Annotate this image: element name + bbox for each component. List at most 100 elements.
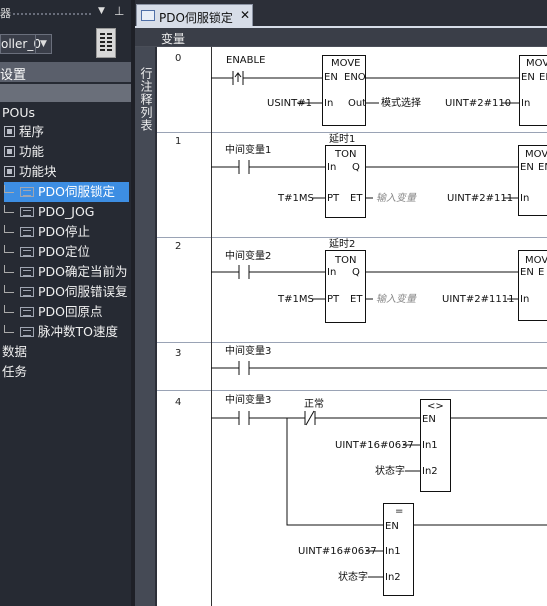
explorer-title-bar: 器 ▼ ⊥ <box>0 4 131 22</box>
rung-number: 3 <box>175 348 181 359</box>
tree-item-pdo-jog[interactable]: PDO_JOG <box>4 202 131 222</box>
block-type: TON <box>334 149 356 160</box>
tree-item-data[interactable]: 数据 <box>2 344 28 359</box>
tree-item-pdo-servo-error-reset[interactable]: PDO伺服错误复 <box>4 282 131 302</box>
tree-item-pulse-to-speed[interactable]: 脉冲数TO速度 <box>4 322 131 342</box>
settings-section-header[interactable]: 设置 <box>0 62 131 83</box>
tree-item-pdo-servo-lock[interactable]: PDO伺服锁定 <box>4 182 129 202</box>
rung-number: 0 <box>175 53 181 64</box>
pin-eno: ENO <box>539 72 547 83</box>
rung-4[interactable]: 4 中间变量3 正常 <> EN In1 In2 UINT#16#0637 状 <box>175 393 547 596</box>
rung-3[interactable]: 3 中间变量3 <box>175 344 547 375</box>
close-icon[interactable]: ✕ <box>240 8 251 22</box>
tree-item-pdo-home[interactable]: PDO回原点 <box>4 302 131 322</box>
block-type: <> <box>427 401 444 412</box>
function-block-icon <box>20 327 34 337</box>
pin-in: In <box>327 162 336 173</box>
chevron-down-icon[interactable]: ▼ <box>98 6 105 16</box>
output-placeholder[interactable]: 输入变量 <box>376 192 417 204</box>
output-placeholder[interactable]: 输入变量 <box>376 293 417 305</box>
contact-label: 中间变量1 <box>225 143 271 156</box>
function-block-icon <box>20 207 34 217</box>
chevron-down-icon[interactable]: ▼ <box>35 35 51 53</box>
pin-en: EN <box>422 414 436 425</box>
input-value[interactable]: UINT#16#0637 <box>335 440 414 451</box>
tree-item-pdo-position[interactable]: PDO定位 <box>4 242 131 262</box>
input-value[interactable]: UINT#2#1111 <box>442 294 514 305</box>
pin-et: ET <box>350 294 363 305</box>
timer-instance[interactable]: 延时2 <box>329 238 355 250</box>
tab-label: PDO伺服锁定 <box>159 11 233 25</box>
explorer-title: 器 <box>0 7 11 20</box>
block-type: MOV <box>525 255 547 266</box>
block-type: MOVE <box>526 58 547 69</box>
preset-value[interactable]: T#1MS <box>277 193 314 204</box>
tree-item-pdo-set-current[interactable]: PDO确定当前为 <box>4 262 131 282</box>
pin-en: EN <box>520 162 534 173</box>
rung-number: 1 <box>175 136 181 147</box>
input-value[interactable]: USINT#1 <box>267 98 312 109</box>
pin-eno: E <box>538 267 544 278</box>
tree-item-function-blocks[interactable]: 功能块 <box>4 162 131 182</box>
tree-item-functions[interactable]: 功能 <box>4 142 131 162</box>
output-variable[interactable]: 模式选择 <box>381 96 421 109</box>
function-block-icon <box>20 307 34 317</box>
pin-en: EN <box>520 267 534 278</box>
pane-splitter[interactable] <box>131 0 135 606</box>
pin-q: Q <box>352 267 360 278</box>
input-variable[interactable]: 状态字 <box>338 570 368 583</box>
ladder-program-icon <box>141 10 155 21</box>
pin-eno: ENO <box>344 72 366 83</box>
controller-device-icon <box>96 28 116 58</box>
timer-instance[interactable]: 延时1 <box>329 133 355 145</box>
contact-label: 中间变量2 <box>225 249 271 262</box>
pin-in1: In1 <box>422 440 438 451</box>
rung-comment-list-strip[interactable]: 行注释列表 <box>135 47 155 606</box>
tree-item-pous[interactable]: POUs <box>2 105 36 120</box>
pin-et: ET <box>350 193 363 204</box>
tree-item-pdo-stop[interactable]: PDO停止 <box>4 222 131 242</box>
contact-label: ENABLE <box>226 55 265 66</box>
pin-en: EN <box>385 521 399 532</box>
block-type: = <box>395 506 403 517</box>
block-type: MOVE <box>525 149 547 160</box>
rung-2[interactable]: 2 中间变量2 延时2 TON In Q PT ET T#1MS 输入变量 MO… <box>175 238 547 323</box>
function-block-icon <box>20 247 34 257</box>
comment-strip-label: 行注释列表 <box>139 67 153 132</box>
grip-icon[interactable] <box>12 12 92 16</box>
pin-pt: PT <box>327 193 340 204</box>
contact-label: 中间变量3 <box>225 344 271 357</box>
tree-item-tasks[interactable]: 任务 <box>2 364 28 379</box>
block-type: TON <box>334 255 356 266</box>
pin-in: In <box>327 267 336 278</box>
pin-icon[interactable]: ⊥ <box>114 4 125 18</box>
ladder-diagram[interactable]: 0 ENABLE MOVE EN ENO In Out USINT#1 模式选择… <box>157 47 547 606</box>
tree-item-programs[interactable]: 程序 <box>4 122 131 142</box>
function-block-icon <box>20 227 34 237</box>
function-block-icon <box>20 267 34 277</box>
input-value[interactable]: UINT#2#110 <box>445 98 511 109</box>
function-block-icon <box>20 287 34 297</box>
pin-en: EN <box>521 72 535 83</box>
rung-0[interactable]: 0 ENABLE MOVE EN ENO In Out USINT#1 模式选择… <box>175 53 547 126</box>
controller-select[interactable]: oller_0 ▼ <box>0 34 52 54</box>
input-variable[interactable]: 状态字 <box>375 464 405 477</box>
pin-in2: In2 <box>385 572 401 583</box>
pin-in: In <box>520 294 529 305</box>
variable-bar-label: 变量 <box>161 32 186 46</box>
input-value[interactable]: UINT#16#0637 <box>298 546 377 557</box>
programming-section-header[interactable] <box>0 84 131 102</box>
preset-value[interactable]: T#1MS <box>277 294 314 305</box>
pin-eno: EN <box>538 162 547 173</box>
settings-label: 设置 <box>0 68 27 83</box>
folder-icon <box>4 146 15 157</box>
pin-out: Out <box>348 98 366 109</box>
pin-in2: In2 <box>422 466 438 477</box>
contact-label: 中间变量3 <box>225 393 271 406</box>
input-value[interactable]: UINT#2#111 <box>447 193 513 204</box>
rung-1[interactable]: 1 中间变量1 延时1 TON In Q PT ET T#1MS 输入变量 MO… <box>175 133 547 218</box>
nc-contact-label: 正常 <box>304 397 324 410</box>
variable-table-bar[interactable]: 变量 <box>135 28 547 47</box>
block-type: MOVE <box>331 58 360 69</box>
tab-pdo-servo-lock[interactable]: PDO伺服锁定 ✕ <box>136 4 253 26</box>
